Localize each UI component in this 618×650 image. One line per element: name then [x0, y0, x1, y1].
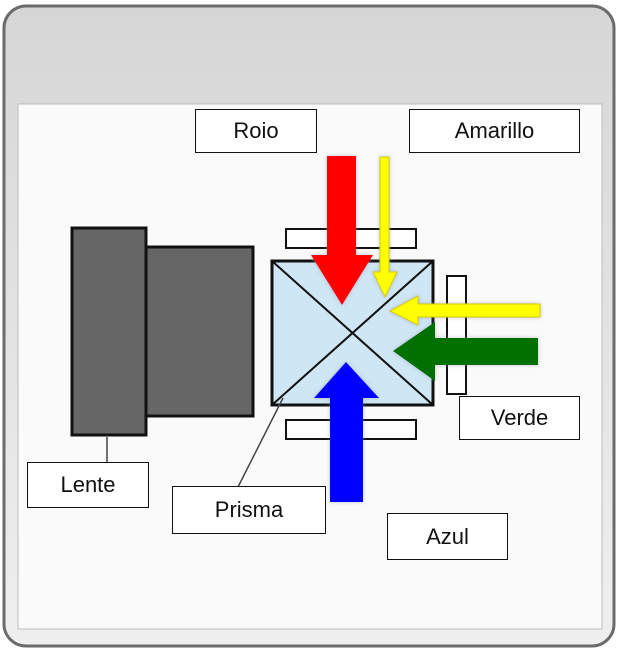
label-azul: Azul [387, 513, 508, 560]
red-arrow [311, 156, 373, 305]
label-lente: Lente [27, 462, 149, 508]
yellow-arrow-vertical [372, 156, 398, 299]
label-rojo: Roio [195, 109, 317, 153]
label-verde: Verde [459, 396, 580, 440]
yellow-arrow-horizontal [388, 295, 541, 326]
label-amarillo: Amarillo [409, 109, 580, 153]
lens [70, 226, 255, 437]
label-prisma: Prisma [172, 486, 326, 534]
blue-arrow [314, 362, 379, 502]
leader-lines [106, 397, 284, 488]
green-arrow [393, 322, 538, 381]
